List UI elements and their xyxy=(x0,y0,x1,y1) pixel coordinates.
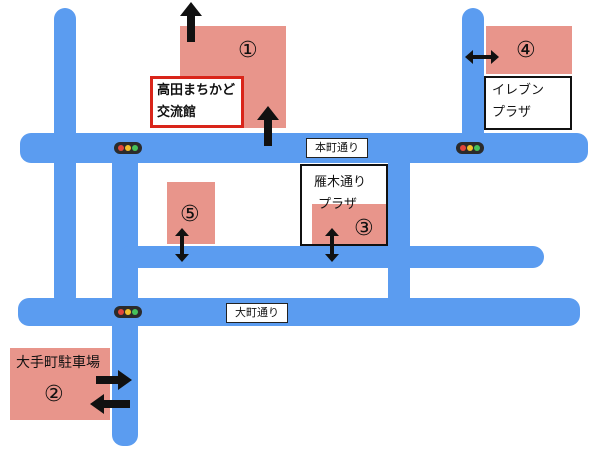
facility-highlight-line2: 交流館 xyxy=(157,105,197,120)
arrow-right-icon xyxy=(96,370,132,390)
gangi-plaza-line1: 雁木通り xyxy=(314,175,367,190)
arrow-up-icon xyxy=(180,2,202,42)
place-number-4: ④ xyxy=(516,38,536,63)
area-5 xyxy=(167,182,215,244)
road-label-omachi: 大町通り xyxy=(226,303,288,323)
eleven-plaza-box: イレブン プラザ xyxy=(484,76,572,130)
double-arrow-vertical-icon xyxy=(325,228,339,262)
road-omachi xyxy=(18,298,580,326)
double-arrow-horizontal-icon xyxy=(465,50,499,64)
traffic-signal-icon xyxy=(456,142,484,154)
traffic-signal-icon xyxy=(114,306,142,318)
road-honcho xyxy=(20,133,588,163)
arrow-up-icon xyxy=(257,106,279,146)
arrow-left-icon xyxy=(90,394,130,414)
parking-label: 大手町駐車場 xyxy=(16,355,100,371)
place-number-3: ③ xyxy=(354,216,374,241)
traffic-signal-icon xyxy=(114,142,142,154)
place-number-5: ⑤ xyxy=(180,202,200,227)
place-number-1: ① xyxy=(238,38,258,63)
gangi-plaza-line2: プラザ xyxy=(318,197,358,212)
facility-highlight-box: 高田まちかど 交流館 xyxy=(150,76,244,128)
eleven-plaza-line2: プラザ xyxy=(492,105,532,120)
area-2 xyxy=(10,348,110,420)
facility-highlight-line1: 高田まちかど xyxy=(157,83,236,98)
gangi-plaza-box: 雁木通り プラザ xyxy=(300,164,388,246)
area-3 xyxy=(312,204,388,244)
road-vertical-right xyxy=(462,8,484,160)
road-label-honcho: 本町通り xyxy=(306,138,368,158)
eleven-plaza-line1: イレブン xyxy=(492,83,545,98)
road-vertical-right-lower xyxy=(388,150,410,300)
double-arrow-vertical-icon xyxy=(175,228,189,262)
place-number-2: ② xyxy=(44,382,64,407)
road-vertical-main xyxy=(112,140,138,446)
area-4 xyxy=(486,26,572,74)
